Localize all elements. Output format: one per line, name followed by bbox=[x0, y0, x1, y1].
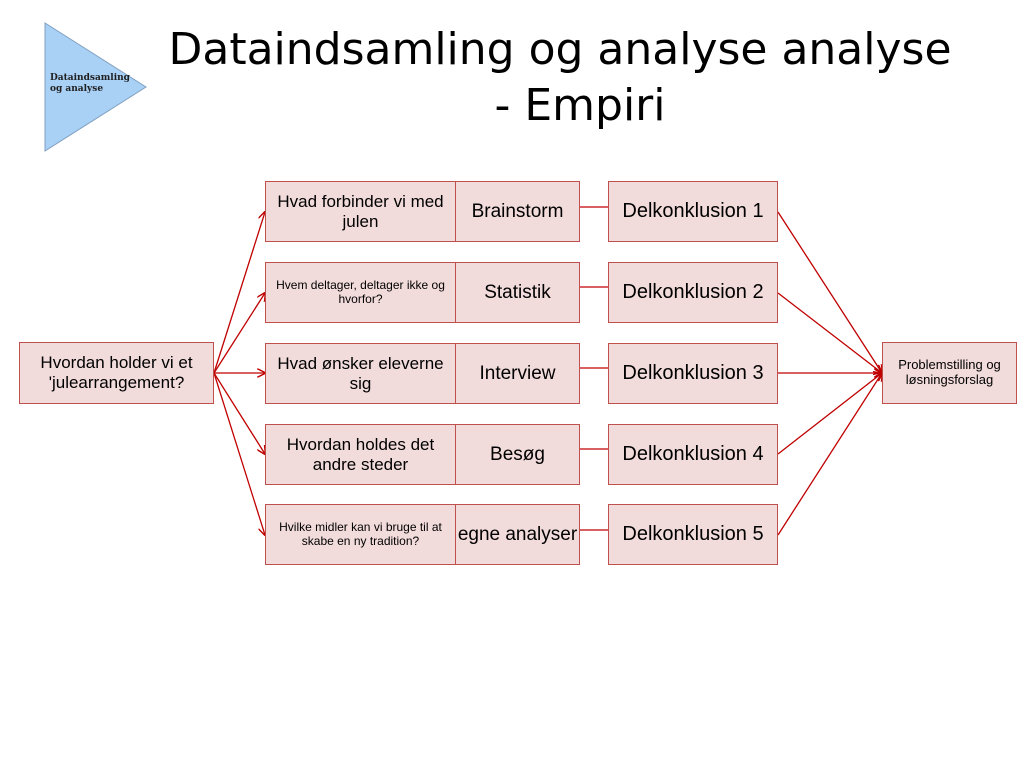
question-box-3: Hvad ønsker eleverne sig bbox=[265, 343, 456, 404]
arrow-conclusion-2-to-end bbox=[777, 292, 882, 373]
arrow-start-to-row-5 bbox=[213, 372, 265, 535]
arrow-conclusion-4-to-end bbox=[777, 373, 882, 455]
method-box-4: Besøg bbox=[455, 424, 580, 485]
arrow-conclusion-5-to-end bbox=[777, 373, 882, 536]
arrow-start-to-row-2 bbox=[213, 293, 265, 374]
question-box-2: Hvem deltager, deltager ikke og hvorfor? bbox=[265, 262, 456, 323]
question-box-4: Hvordan holdes det andre steder bbox=[265, 424, 456, 485]
start-question-box: Hvordan holder vi et 'julearrangement? bbox=[19, 342, 214, 404]
method-box-1: Brainstorm bbox=[455, 181, 580, 242]
method-box-5: egne analyser bbox=[455, 504, 580, 565]
method-box-2: Statistik bbox=[455, 262, 580, 323]
section-badge bbox=[44, 22, 147, 152]
conclusion-box-1: Delkonklusion 1 bbox=[608, 181, 778, 242]
arrow-conclusion-1-to-end bbox=[777, 211, 882, 373]
badge-label: Dataindsamling og analyse bbox=[50, 73, 130, 94]
method-box-3: Interview bbox=[455, 343, 580, 404]
question-box-1: Hvad forbinder vi med julen bbox=[265, 181, 456, 242]
title-line-2: - Empiri bbox=[494, 80, 666, 131]
arrow-start-to-row-1 bbox=[213, 212, 265, 374]
conclusion-box-3: Delkonklusion 3 bbox=[608, 343, 778, 404]
arrow-start-to-row-4 bbox=[213, 372, 265, 454]
question-box-5: Hvilke midler kan vi bruge til at skabe … bbox=[265, 504, 456, 565]
conclusion-box-2: Delkonklusion 2 bbox=[608, 262, 778, 323]
conclusion-box-4: Delkonklusion 4 bbox=[608, 424, 778, 485]
title-line-1: Dataindsamling og analyse analyse bbox=[168, 24, 952, 75]
end-result-box: Problemstilling og løsningsforslag bbox=[882, 342, 1017, 404]
conclusion-box-5: Delkonklusion 5 bbox=[608, 504, 778, 565]
slide-title: Dataindsamling og analyse analyse - Empi… bbox=[150, 22, 970, 134]
